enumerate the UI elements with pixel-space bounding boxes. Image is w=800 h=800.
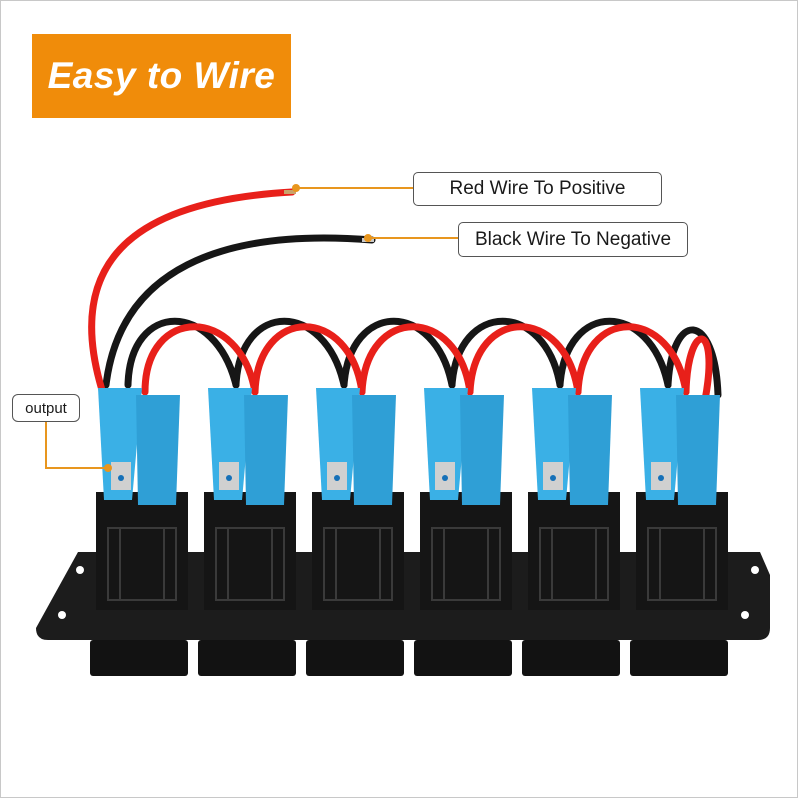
mount-hole [741, 611, 749, 619]
connector-pair [532, 388, 612, 505]
connector-pair [424, 388, 504, 505]
connector-pair [316, 388, 396, 505]
switch-body [312, 492, 404, 610]
banner-title: Easy to Wire [47, 55, 276, 96]
connector-pair [640, 388, 720, 505]
mount-hole [76, 566, 84, 574]
rocker-faces [90, 640, 728, 676]
mount-hole [751, 566, 759, 574]
red-wire-callout: Red Wire To Positive [413, 172, 662, 206]
mount-hole [58, 611, 66, 619]
switch-body [636, 492, 728, 610]
connector-pair [98, 388, 180, 505]
switch-body [528, 492, 620, 610]
black-wire-label: Black Wire To Negative [474, 228, 672, 250]
output-label: output [25, 399, 67, 417]
output-callout: output [12, 394, 80, 422]
switch-body [96, 492, 188, 610]
connector-pair [208, 388, 288, 505]
switch-body [420, 492, 512, 610]
leader-lines [45, 187, 458, 469]
switch-bodies [96, 492, 728, 610]
red-wires [88, 188, 713, 404]
connectors [98, 388, 720, 505]
switch-body [204, 492, 296, 610]
red-wire-label: Red Wire To Positive [449, 178, 626, 199]
leader-dots [104, 184, 372, 472]
black-wires [102, 234, 722, 399]
black-wire-callout: Black Wire To Negative [458, 222, 688, 257]
easy-to-wire-banner: Easy to Wire [32, 34, 291, 118]
